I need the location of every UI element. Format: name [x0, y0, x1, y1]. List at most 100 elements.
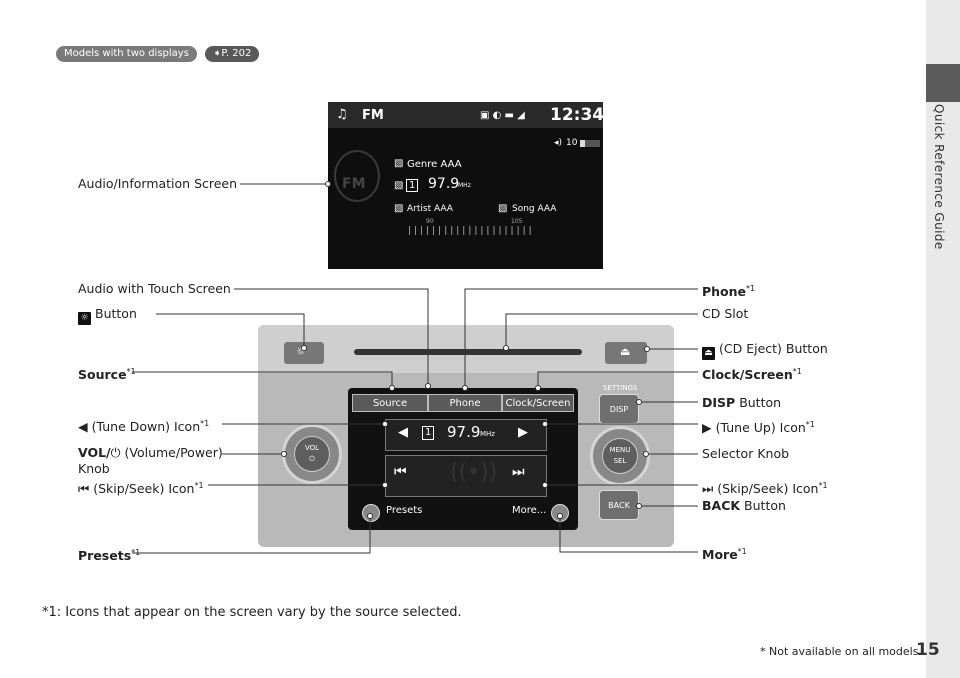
- skip-seek-left-text: (Skip/Seek) Icon: [93, 481, 195, 497]
- label-tune-up: ▶ (Tune Up) Icon*1: [702, 417, 815, 436]
- label-disp-button: DISP Button: [702, 395, 781, 411]
- label-cd-eject: ⏏ (CD Eject) Button: [702, 341, 828, 360]
- cd-slot: [354, 349, 582, 355]
- disp-bold-text: DISP: [702, 395, 736, 410]
- screen-artist: Artist AAA: [407, 204, 453, 214]
- sup: *1: [194, 481, 204, 490]
- unit-frequency: 97.9: [447, 423, 481, 441]
- song-icon: ▧: [498, 203, 508, 214]
- station-icon: ▧: [394, 180, 404, 191]
- presets-text: Presets: [78, 548, 132, 564]
- menu-sel-label: MENU SEL: [602, 438, 638, 474]
- skip-forward-icon: ⏭: [702, 481, 714, 497]
- artist-icon: ▧: [394, 203, 404, 214]
- power-icon: ⏻: [110, 445, 121, 460]
- screen-volume: 10: [566, 138, 578, 148]
- skip-seek-right-text: (Skip/Seek) Icon: [717, 481, 819, 497]
- sup: *1: [131, 548, 141, 557]
- brightness-icon: ☼: [296, 345, 306, 358]
- settings-label: SETTINGS: [603, 384, 638, 392]
- tune-up-icon[interactable]: ▶: [518, 425, 528, 440]
- screen-song: Song AAA: [512, 204, 557, 214]
- footnote: *1: Icons that appear on the screen vary…: [42, 605, 462, 620]
- phone-text: Phone: [702, 284, 747, 300]
- models-tag: Models with two displays: [56, 46, 197, 62]
- reference-arrow-icon: ➧: [213, 48, 222, 59]
- unit-presets-label[interactable]: Presets: [386, 505, 423, 516]
- tune-down-text: (Tune Down) Icon: [91, 419, 201, 435]
- selector-knob[interactable]: MENU SEL: [590, 426, 650, 486]
- screen-unit: MHz: [458, 182, 471, 189]
- label-presets: Presets*1: [78, 545, 140, 564]
- page-reference-tag[interactable]: ➧P. 202: [205, 46, 260, 62]
- cd-eject-button[interactable]: ⏏: [605, 342, 647, 364]
- scale-high: 105: [511, 218, 523, 225]
- label-back-button: BACK Button: [702, 498, 786, 514]
- screen-clock: 12:34: [550, 105, 605, 125]
- skip-row: [385, 455, 547, 497]
- vol-power-knob-text: Knob: [78, 461, 110, 476]
- tab-phone[interactable]: Phone: [428, 394, 502, 412]
- sup: *1: [792, 367, 802, 376]
- tune-up-text: (Tune Up) Icon: [715, 420, 806, 436]
- not-available-note: * Not available on all models: [760, 645, 919, 658]
- tune-down-icon[interactable]: ◀: [398, 425, 408, 440]
- label-skip-seek-left: ⏮ (Skip/Seek) Icon*1: [78, 478, 204, 497]
- sup: *1: [805, 420, 815, 429]
- antenna-watermark-icon: ((•)): [450, 460, 498, 485]
- clock-screen-text: Clock/Screen: [702, 367, 793, 383]
- sup: *1: [737, 547, 747, 556]
- label-selector-knob: Selector Knob: [702, 446, 790, 461]
- vol-power-text: (Volume/Power): [124, 445, 223, 460]
- sidebar: [926, 0, 960, 678]
- brightness-icon: ☼: [78, 312, 91, 325]
- tune-up-icon: ▶: [702, 420, 712, 436]
- screen-frequency: 97.9: [428, 176, 460, 192]
- volume-icon: ◂): [554, 138, 563, 148]
- tab-clock-screen[interactable]: Clock/Screen: [502, 394, 574, 412]
- screen-band: FM: [362, 108, 384, 123]
- page-number: 15: [916, 640, 940, 660]
- status-icons: ▣ ◐ ▬ ◢: [480, 110, 525, 121]
- label-skip-seek-right: ⏭ (Skip/Seek) Icon*1: [702, 478, 828, 497]
- label-vol-power: VOL/⏻ (Volume/Power) Knob: [78, 445, 223, 477]
- skip-back-icon: ⏮: [78, 481, 90, 497]
- unit-freq-unit: MHz: [480, 430, 495, 438]
- sup: *1: [200, 419, 210, 428]
- label-phone: Phone*1: [702, 281, 755, 300]
- sup: *1: [126, 367, 136, 376]
- eject-icon: ⏏: [702, 347, 715, 360]
- music-note-icon: ♫: [336, 107, 348, 122]
- sup: *1: [818, 481, 828, 490]
- vol-power-bold: VOL/: [78, 445, 111, 460]
- eject-icon: ⏏: [620, 345, 631, 358]
- sidebar-marker: [926, 64, 960, 102]
- label-clock-screen: Clock/Screen*1: [702, 364, 802, 383]
- disp-rest-text: Button: [739, 395, 782, 410]
- brightness-button-text: Button: [95, 306, 137, 321]
- unit-more-label[interactable]: More...: [512, 505, 547, 516]
- source-text: Source: [78, 367, 127, 383]
- cd-eject-text: (CD Eject) Button: [719, 341, 828, 356]
- label-source: Source*1: [78, 364, 136, 383]
- vol-text: VOL: [304, 444, 320, 452]
- skip-back-icon[interactable]: ⏮: [394, 464, 407, 480]
- tab-source[interactable]: Source: [352, 394, 428, 412]
- tuner-row: [385, 419, 547, 451]
- unit-preset-number: 1: [422, 426, 435, 440]
- reference-label: P. 202: [221, 48, 252, 59]
- back-rest-text: Button: [744, 498, 786, 513]
- sup: *1: [746, 284, 756, 293]
- presets-dot[interactable]: [362, 504, 380, 522]
- screen-preset: 1: [406, 179, 419, 192]
- label-tune-down: ◀ (Tune Down) Icon*1: [78, 416, 209, 435]
- tuning-scale: |||||||||||||||||||||: [408, 226, 535, 236]
- scale-low: 90: [426, 218, 434, 225]
- brightness-button[interactable]: ☼: [284, 342, 324, 364]
- power-icon: ⏻: [309, 455, 315, 463]
- skip-forward-icon[interactable]: ⏭: [512, 464, 525, 480]
- back-bold-text: BACK: [702, 498, 741, 513]
- fm-watermark-label: FM: [342, 176, 366, 192]
- vol-knob-label: VOL ⏻: [294, 436, 330, 472]
